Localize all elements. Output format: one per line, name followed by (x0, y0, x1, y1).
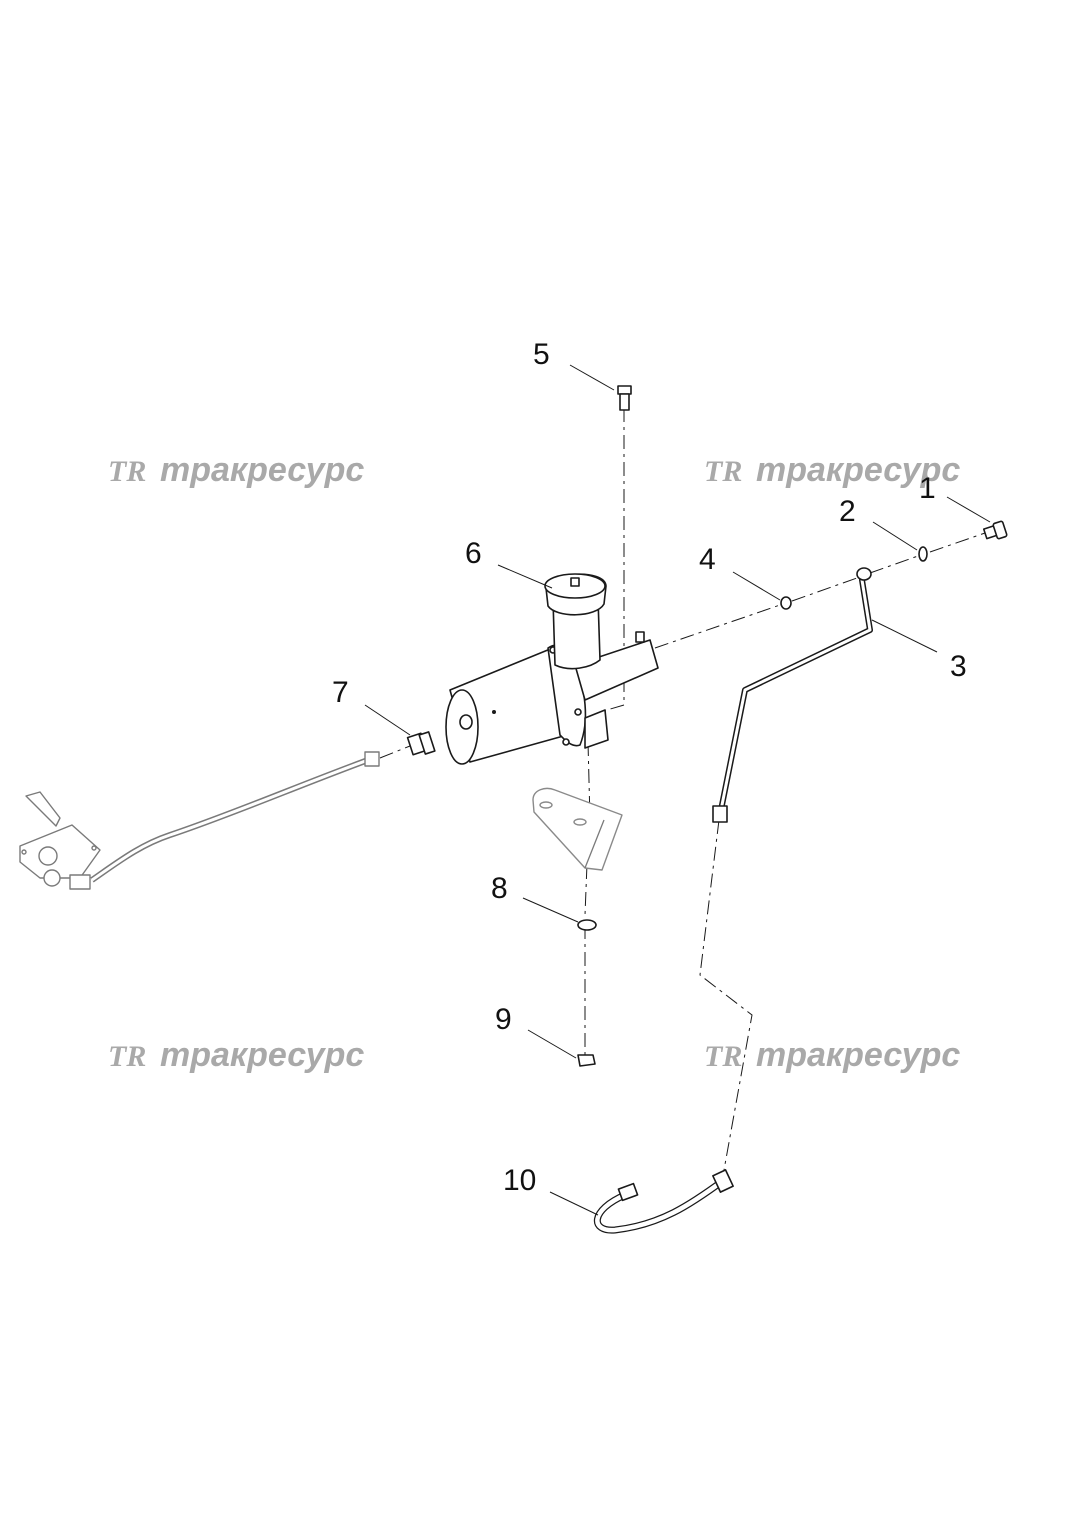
watermark-text: тракресурс (160, 1036, 364, 1074)
assembly-axis-horizontal (654, 532, 986, 649)
assembly-axis-fitting-7 (379, 745, 411, 759)
nut-part-9 (577, 1054, 596, 1067)
watermark-text: тракресурс (756, 451, 960, 489)
watermark-logo: TR (704, 455, 742, 488)
watermark-text: тракресурс (160, 451, 364, 489)
washer-part-4 (780, 596, 792, 610)
callout-1: 1 (919, 472, 936, 505)
watermark-logo: TR (108, 455, 146, 488)
bolt-part-5 (617, 385, 632, 411)
callout-4: 4 (699, 543, 716, 576)
callout-3: 3 (950, 650, 967, 683)
leader-5 (569, 364, 615, 391)
watermark-top-right: TR тракресурс (704, 451, 960, 489)
callout-7: 7 (332, 676, 349, 709)
assembly-axis-pipe (699, 819, 753, 1171)
washer-part-2 (918, 546, 928, 562)
watermark-top-left: TR тракресурс (108, 451, 364, 489)
watermark-logo: TR (108, 1040, 146, 1073)
fitting-part-7 (406, 731, 436, 756)
leader-2 (872, 521, 918, 551)
callout-8: 8 (491, 872, 508, 905)
clutch-pedal-assembly (19, 751, 380, 890)
callout-5: 5 (533, 338, 550, 371)
watermark-bottom-right: TR тракресурс (704, 1036, 960, 1074)
leader-1 (946, 496, 991, 523)
watermark-logo: TR (704, 1040, 742, 1073)
leader-6 (497, 564, 553, 589)
mounting-bracket (532, 787, 623, 871)
watermark-text: тракресурс (756, 1036, 960, 1074)
washer-part-8 (577, 919, 597, 931)
callout-2: 2 (839, 495, 856, 528)
leader-7 (364, 704, 411, 736)
assembly-axis-bolt-5 (599, 408, 625, 713)
watermark-bottom-left: TR тракресурс (108, 1036, 364, 1074)
leader-4 (732, 571, 781, 601)
leader-8 (522, 897, 579, 923)
pipe-part-3 (712, 567, 873, 823)
hose-part-10 (594, 1169, 734, 1234)
leader-10 (549, 1191, 599, 1216)
callout-9: 9 (495, 1003, 512, 1036)
callout-6: 6 (465, 537, 482, 570)
leader-3 (871, 619, 938, 653)
bolt-part-1 (982, 520, 1008, 540)
callout-10: 10 (503, 1164, 536, 1197)
assembly-axis-vertical (584, 741, 591, 1055)
clutch-booster-part-6 (445, 573, 659, 765)
leader-9 (527, 1029, 577, 1059)
